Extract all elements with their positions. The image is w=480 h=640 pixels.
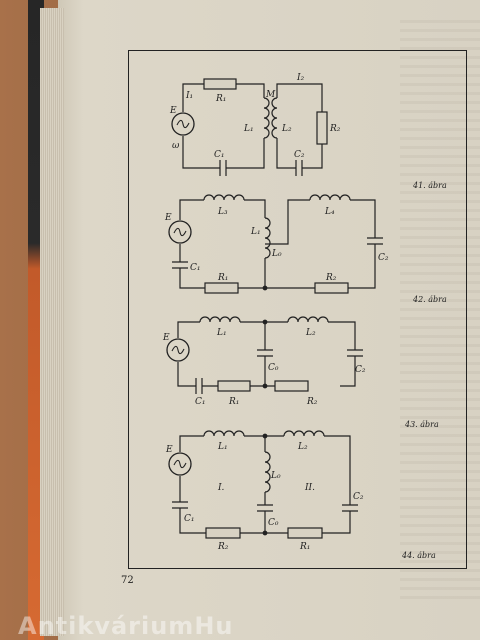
figure-43-caption: 43. ábra xyxy=(404,420,439,429)
label-C1: C₁ xyxy=(195,397,206,407)
label-R2: R₂ xyxy=(217,542,229,552)
label-C0: C₀ xyxy=(268,363,279,373)
figure-43 xyxy=(166,316,363,394)
label-C2: C₂ xyxy=(355,365,366,375)
label-C2: C₂ xyxy=(378,253,389,263)
label-R1: R₁ xyxy=(228,397,239,407)
label-R2: R₂ xyxy=(325,273,337,283)
label-omega: ω xyxy=(172,141,180,151)
label-E: E xyxy=(164,213,172,223)
label-E: E xyxy=(169,106,177,116)
label-L2: L₂ xyxy=(281,124,292,134)
label-M: M xyxy=(265,90,276,100)
label-C1: C₁ xyxy=(184,514,195,524)
label-C1: C₁ xyxy=(190,263,201,273)
label-C2: C₂ xyxy=(353,492,364,502)
figure-41-caption: 41. ábra xyxy=(412,181,447,190)
figure-42-labels: E L₃ L₄ L₁ L₀ C₁ C₂ R₁ R₂ 42. ábra xyxy=(164,207,447,304)
figure-44-caption: 44. ábra xyxy=(401,551,436,560)
label-I1: I₁ xyxy=(185,91,193,101)
figure-44-labels: E L₁ L₂ L₀ I. II. C₁ C₀ C₂ R₂ R₁ 44. ábr… xyxy=(165,442,436,560)
figure-43-labels: E L₁ L₂ C₀ C₂ C₁ R₁ R₂ 43. ábra xyxy=(162,328,439,429)
label-L1: L₁ xyxy=(217,442,228,452)
watermark-logo: AntikváriumHu xyxy=(18,612,234,640)
page-edges xyxy=(40,8,64,636)
label-R2: R₂ xyxy=(306,397,318,407)
label-R1: R₁ xyxy=(215,94,226,104)
label-L2: L₂ xyxy=(305,328,316,338)
label-L0: L₀ xyxy=(271,249,282,259)
label-I2: I₂ xyxy=(296,73,305,83)
label-E: E xyxy=(162,333,170,343)
label-L2: L₂ xyxy=(297,442,308,452)
figure-41-labels: E I₁ R₁ M I₂ L₁ L₂ R₂ ω C₁ C₂ 41. ábra xyxy=(169,73,447,190)
label-C0: C₀ xyxy=(268,518,279,528)
label-R2: R₂ xyxy=(329,124,341,134)
label-L0: L₀ xyxy=(270,471,281,481)
label-L1: L₁ xyxy=(216,328,227,338)
figure-41 xyxy=(171,78,328,176)
label-R1: R₁ xyxy=(217,273,228,283)
label-C2: C₂ xyxy=(294,150,305,160)
label-loop-II: II. xyxy=(304,483,315,493)
page-number: 72 xyxy=(121,575,134,586)
figure-42-caption: 42. ábra xyxy=(412,295,447,304)
figure-42 xyxy=(168,194,383,294)
label-loop-I: I. xyxy=(217,483,225,493)
label-R1: R₁ xyxy=(299,542,310,552)
label-L1: L₁ xyxy=(250,227,261,237)
label-E: E xyxy=(165,445,173,455)
figure-44 xyxy=(168,430,358,539)
label-L1: L₁ xyxy=(243,124,254,134)
label-C1: C₁ xyxy=(214,150,225,160)
label-L4: L₄ xyxy=(324,207,335,217)
figure-frame xyxy=(128,50,467,569)
label-L3: L₃ xyxy=(217,207,228,217)
